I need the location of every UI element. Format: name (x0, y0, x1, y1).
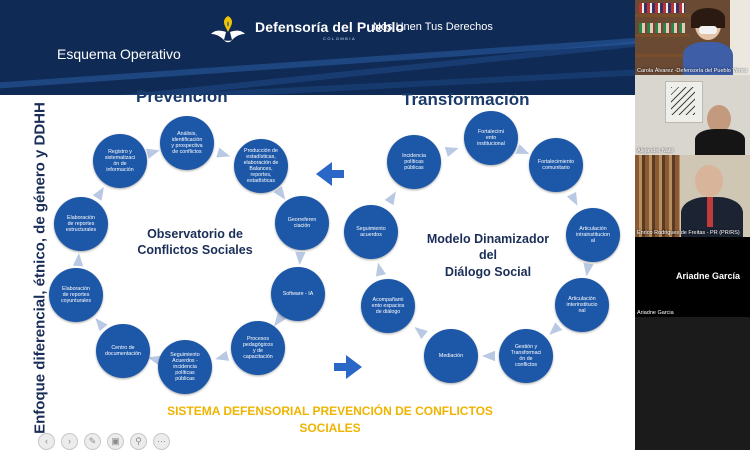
participant-name: Alejandro Nató (637, 148, 674, 154)
footer-title: SISTEMA DEFENSORIAL PREVENCIÓN DE CONFLI… (167, 404, 493, 436)
transformation-step-node: Mediación (424, 329, 478, 383)
logo: Defensoría del Pueblo COLOMBIA Nos Unen … (208, 12, 538, 48)
cycle-arrow-icon (145, 148, 160, 159)
transformation-title: Transformación (402, 90, 530, 109)
cycle-arrow-icon (583, 262, 594, 277)
brand-name: Defensoría del Pueblo (255, 19, 405, 35)
slide-toolbar: ‹ › ✎ ▣ ⚲ ⋯ (38, 433, 170, 450)
slides-icon[interactable]: ▣ (107, 433, 124, 450)
cycle-arrow-icon (273, 186, 286, 200)
cycle-arrow-icon (549, 322, 563, 335)
cycle-arrow-icon (444, 146, 459, 157)
prevention-title: Prevención (136, 87, 228, 106)
participant-name: Ariadne Garcia (637, 310, 674, 316)
left-arrow-icon (316, 162, 344, 186)
cycle-arrow-icon (216, 147, 231, 158)
zoom-icon[interactable]: ⚲ (130, 433, 147, 450)
prevention-step-node: Software - IA (271, 267, 325, 321)
brand-slogan: Nos Unen Tus Derechos (373, 21, 493, 33)
participants-panel: Carola Álvarez -Defensoría del Pueblo Ve… (635, 0, 750, 450)
cycle-arrow-icon (215, 350, 230, 361)
participant-tile[interactable]: Carola Álvarez -Defensoría del Pueblo Ve… (635, 0, 750, 75)
participant-tile[interactable]: Ariadne García Ariadne Garcia (635, 237, 750, 317)
cycle-arrow-icon (566, 191, 578, 206)
cycle-arrow-icon (274, 312, 287, 327)
presentation-slide: Defensoría del Pueblo COLOMBIA Nos Unen … (0, 0, 635, 450)
brand-country: COLOMBIA (323, 36, 357, 41)
forward-icon[interactable]: › (61, 433, 78, 450)
pen-icon[interactable]: ✎ (84, 433, 101, 450)
cycle-arrow-icon (414, 326, 428, 340)
participant-display-name: Ariadne García (675, 271, 740, 281)
cycle-arrow-icon (384, 191, 396, 206)
cycle-arrow-icon (95, 318, 108, 332)
more-icon[interactable]: ⋯ (153, 433, 170, 450)
prevention-center-label: Observatorio de Conflictos Sociales (137, 227, 253, 258)
cycle-arrow-icon (515, 144, 530, 154)
slide-header (0, 0, 635, 95)
right-arrow-icon (334, 355, 362, 379)
section-title: Esquema Operativo (57, 46, 181, 62)
participant-tile[interactable]: Alejandro Nató (635, 75, 750, 155)
cycle-arrows (72, 144, 594, 366)
defensoria-logo-icon (211, 16, 245, 43)
transformation-center-label: Modelo Dinamizador del Diálogo Social (426, 232, 550, 279)
back-icon[interactable]: ‹ (38, 433, 55, 450)
cycle-arrow-icon (482, 350, 495, 362)
cycle-arrow-icon (92, 186, 104, 201)
cycle-arrow-icon (295, 251, 306, 265)
participant-tile[interactable]: Enrico Rodrigues de Freitas - PR (PR/RS) (635, 155, 750, 237)
cycle-arrow-icon (72, 253, 84, 267)
cycle-arrow-icon (375, 262, 387, 277)
participant-name: Carola Álvarez -Defensoría del Pueblo Ve… (637, 68, 748, 74)
participant-name: Enrico Rodrigues de Freitas - PR (PR/RS) (637, 230, 740, 236)
